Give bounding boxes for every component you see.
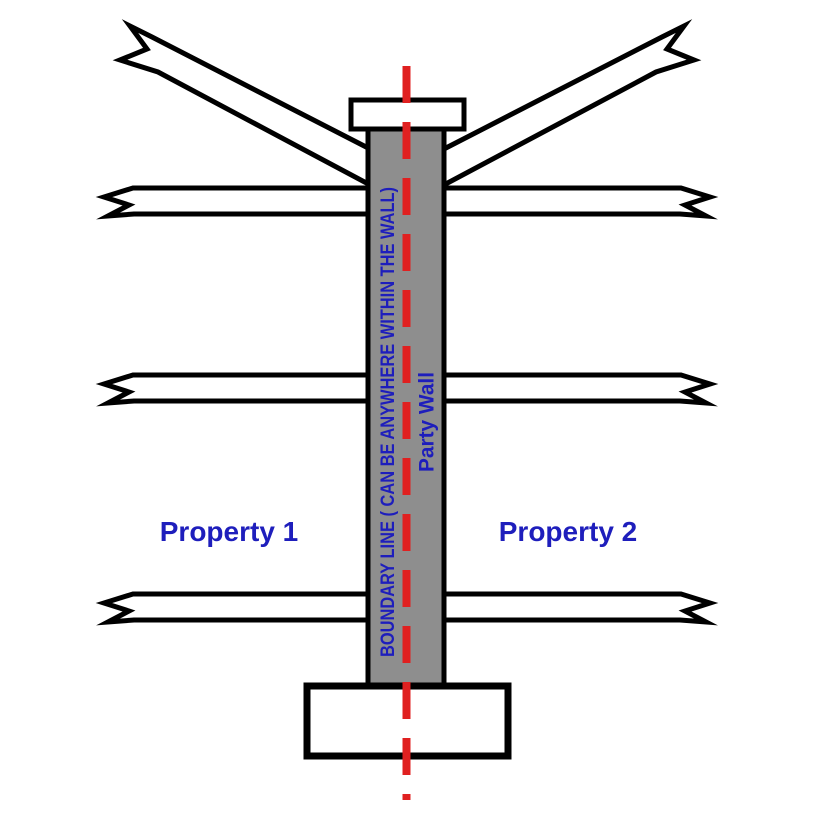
left-joist-middle <box>95 372 375 407</box>
left-joist-bottom <box>95 591 375 626</box>
right-rafter-beam <box>439 19 702 191</box>
left-rafter-beam <box>112 19 375 191</box>
property-1-label: Property 1 <box>160 516 299 547</box>
right-joist-middle <box>439 372 719 407</box>
right-joist-bottom <box>439 591 719 626</box>
boundary-line-label: BOUNDARY LINE ( CAN BE ANYWHERE WITHIN T… <box>378 187 399 657</box>
property-2-label: Property 2 <box>499 516 638 547</box>
left-joist-top <box>95 185 375 220</box>
party-wall-label: Party Wall <box>416 372 439 472</box>
right-joist-top <box>439 185 719 220</box>
